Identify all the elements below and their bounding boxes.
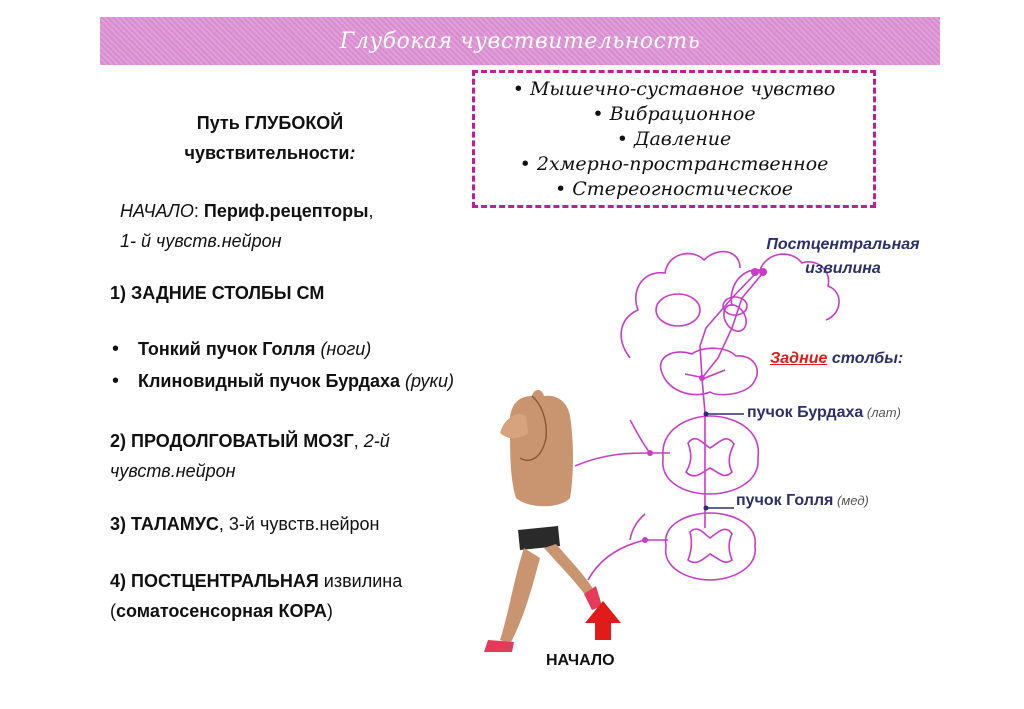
thalamus-right-2 bbox=[722, 296, 748, 316]
slide-title: Глубокая чувствительность bbox=[339, 28, 701, 54]
spinal-cord-lower bbox=[664, 512, 756, 581]
type-item: Мышечно-суставное чувство bbox=[483, 77, 865, 102]
neuron-dot bbox=[647, 450, 653, 456]
runner-figure bbox=[484, 526, 602, 652]
first-neuron: 1- й чувств.нейрон bbox=[120, 231, 282, 251]
step-3: 3) ТАЛАМУС, 3-й чувств.нейрон bbox=[110, 514, 380, 534]
leg-nerve bbox=[587, 539, 668, 581]
path-heading-line2: чувствительности: bbox=[184, 143, 356, 163]
arm-nerve-branch bbox=[629, 419, 651, 454]
brain-outline-right bbox=[730, 253, 840, 321]
grey-matter-lower bbox=[687, 528, 733, 564]
fasciculi-list: Тонкий пучок Голля (ноги) Клиновидный пу… bbox=[110, 333, 454, 397]
path-heading: Путь ГЛУБОКОЙ чувствительности: bbox=[140, 108, 400, 168]
label-dorsal-columns: Задние столбы: bbox=[770, 350, 904, 367]
step-2: 2) ПРОДОЛГОВАТЫЙ МОЗГ, 2-й чувств.нейрон bbox=[110, 431, 390, 481]
step-4: 4) ПОСТЦЕНТРАЛЬНАЯ извилина (соматосенсо… bbox=[110, 571, 403, 621]
label-postcentral-gyrus: Постцентральная извилина bbox=[766, 236, 920, 277]
label-goll: пучок Голля (мед) bbox=[736, 492, 869, 509]
start-arrow-icon bbox=[585, 601, 621, 640]
neuron-dot bbox=[699, 375, 705, 381]
fasciculus-goll: Тонкий пучок Голля (ноги) bbox=[110, 333, 454, 365]
neuron-dot bbox=[642, 537, 648, 543]
fasciculus-burdakh: Клиновидный пучок Бурдаха (руки) bbox=[110, 365, 454, 397]
type-item: Стереогностическое bbox=[483, 177, 865, 202]
type-item: Вибрационное bbox=[483, 102, 865, 127]
type-item: 2хмерно-пространственное bbox=[483, 152, 865, 177]
title-bar: Глубокая чувствительность bbox=[100, 17, 940, 65]
step-1: 1) ЗАДНИЕ СТОЛБЫ СМ bbox=[110, 283, 325, 303]
medulla bbox=[659, 347, 759, 396]
thalamus-left bbox=[655, 293, 701, 327]
start-line-2: 1- й чувств.нейрон bbox=[120, 226, 374, 256]
leg-nerve-branch bbox=[629, 513, 646, 541]
receptors: Периф.рецепторы bbox=[203, 201, 369, 221]
start-block: НАЧАЛО: Периф.рецепторы, 1- й чувств.ней… bbox=[120, 196, 374, 256]
sensitivity-types-list: Мышечно-суставное чувство Вибрационное Д… bbox=[483, 77, 865, 202]
grey-matter-upper bbox=[684, 438, 735, 477]
type-item: Давление bbox=[483, 127, 865, 152]
path-heading-line1: Путь ГЛУБОКОЙ bbox=[196, 113, 344, 133]
spinal-cord-upper bbox=[662, 415, 760, 495]
arm-nerve bbox=[574, 452, 670, 467]
label-start: НАЧАЛО bbox=[546, 652, 615, 669]
start-label: НАЧАЛО bbox=[120, 201, 194, 221]
pathway-diagram bbox=[484, 250, 840, 652]
neuron-dot bbox=[751, 268, 759, 276]
start-line-1: НАЧАЛО: Периф.рецепторы, bbox=[120, 201, 374, 221]
label-burdakh: пучок Бурдаха (лат) bbox=[747, 404, 901, 421]
brain-outline-left bbox=[620, 250, 741, 359]
tract-branch bbox=[701, 273, 763, 379]
sensitivity-types-box: Мышечно-суставное чувство Вибрационное Д… bbox=[472, 70, 876, 208]
neuron-dot bbox=[759, 268, 767, 276]
arm-figure bbox=[500, 390, 573, 507]
